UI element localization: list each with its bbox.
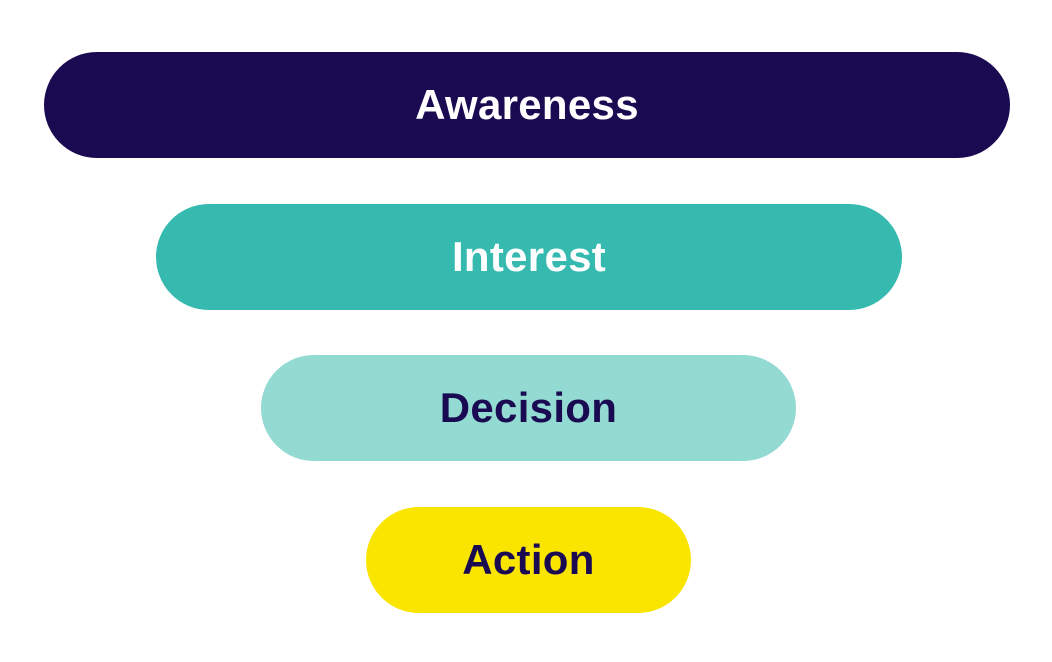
funnel-stage-action: Action — [366, 507, 691, 613]
funnel-stage-decision: Decision — [261, 355, 796, 461]
funnel-stage-label: Decision — [439, 384, 618, 431]
funnel-stage-label: Interest — [451, 233, 607, 280]
funnel-stage-awareness: Awareness — [44, 52, 1010, 158]
funnel-stage-interest: Interest — [156, 204, 902, 310]
funnel-stage-label: Action — [462, 536, 595, 583]
funnel-stage-label: Awareness — [415, 81, 639, 128]
